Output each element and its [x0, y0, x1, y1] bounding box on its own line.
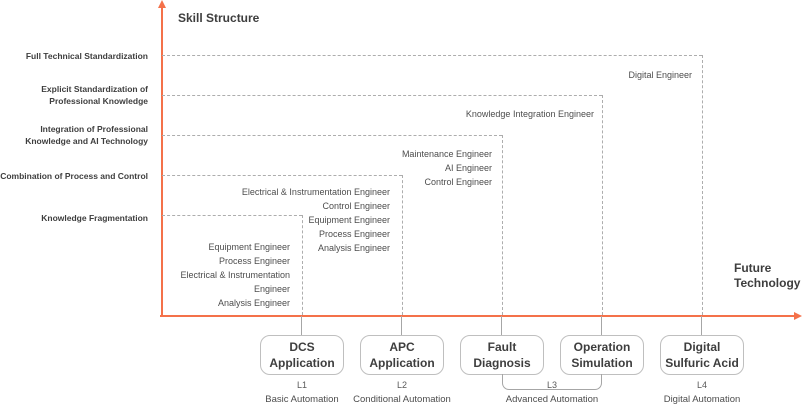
level-line-2: [162, 95, 602, 96]
app-box-label: APC: [389, 340, 415, 354]
y-axis-title: Skill Structure: [178, 11, 260, 25]
box-connector-4: [601, 316, 602, 335]
engineer-role: Engineer: [253, 284, 290, 294]
app-box-digital-sulfuric-acid: Digital Sulfuric Acid: [660, 335, 744, 375]
automation-label-advanced: Advanced Automation: [505, 394, 599, 405]
x-axis-arrowhead-icon: [794, 312, 802, 320]
automation-label-digital: Digital Automation: [663, 394, 741, 405]
skill-level-label-5-line1: Knowledge Fragmentation: [41, 213, 148, 223]
x-axis-title-line1: Future: [734, 261, 772, 275]
level-tag-l3: L3: [546, 380, 557, 390]
x-axis-title: Future Technology: [734, 261, 800, 291]
box-connector-5: [701, 316, 702, 335]
app-box-fault-diagnosis: Fault Diagnosis: [460, 335, 544, 375]
level-line-3: [162, 135, 502, 136]
skill-level-label-4: Combination of Process and Control: [0, 170, 148, 182]
skill-level-label-2: Explicit Standardization of Professional…: [41, 83, 148, 107]
x-axis-title-line2: Technology: [734, 276, 801, 290]
skill-level-label-3-line2: Knowledge and AI Technology: [25, 136, 148, 146]
engineer-role: Control Engineer: [322, 201, 390, 211]
app-box-dcs-application: DCS Application: [260, 335, 344, 375]
app-box-label: Diagnosis: [473, 356, 531, 370]
skill-level-label-5: Knowledge Fragmentation: [41, 212, 148, 224]
engineer-role: Equipment Engineer: [308, 215, 390, 225]
drop-line-l2: [402, 175, 403, 315]
engineer-role: Control Engineer: [424, 177, 492, 187]
engineer-role: Equipment Engineer: [208, 242, 290, 252]
skill-level-label-3-line1: Integration of Professional: [40, 124, 148, 134]
level-tag-l4: L4: [696, 380, 707, 390]
engineer-role: Process Engineer: [218, 256, 290, 266]
engineer-role: Digital Engineer: [628, 70, 692, 80]
app-box-apc-application: APC Application: [360, 335, 444, 375]
engineer-role: Electrical & Instrumentation Engineer: [241, 187, 390, 197]
app-box-label: Fault: [487, 340, 517, 354]
skill-level-label-4-line1: Combination of Process and Control: [0, 171, 148, 181]
skill-level-label-1: Full Technical Standardization: [26, 50, 148, 62]
drop-line-l1: [302, 215, 303, 315]
app-box-label: Operation: [573, 340, 631, 354]
drop-line-l4: [702, 55, 703, 315]
box-connector-2: [401, 316, 402, 335]
engineer-group-digital: Digital Engineer: [628, 68, 692, 82]
drop-line-operation-simulation: [602, 95, 603, 315]
app-box-label: Sulfuric Acid: [665, 356, 739, 370]
box-connector-3: [501, 316, 502, 335]
level-line-5: [162, 215, 302, 216]
engineer-role: Process Engineer: [318, 229, 390, 239]
engineer-role: Analysis Engineer: [317, 243, 390, 253]
engineer-role: Analysis Engineer: [217, 298, 290, 308]
app-box-label: DCS: [289, 340, 315, 354]
engineer-role: Maintenance Engineer: [401, 149, 492, 159]
y-axis-line: [161, 6, 163, 316]
skill-level-label-2-line2: Professional Knowledge: [49, 96, 148, 106]
y-axis-arrowhead-icon: [158, 0, 166, 8]
app-box-label: Digital: [683, 340, 721, 354]
skill-level-label-3: Integration of Professional Knowledge an…: [25, 123, 148, 147]
l3-bracket: [502, 374, 602, 390]
level-line-4: [162, 175, 402, 176]
engineer-group-l3: Maintenance Engineer AI Engineer Control…: [402, 147, 492, 189]
box-connector-1: [301, 316, 302, 335]
engineer-group-l2: Electrical & Instrumentation Engineer Co…: [242, 185, 390, 255]
drop-line-fault-diagnosis: [502, 135, 503, 315]
automation-label-basic: Basic Automation: [265, 394, 339, 405]
skill-level-label-1-line1: Full Technical Standardization: [25, 51, 148, 61]
engineer-role: AI Engineer: [444, 163, 492, 173]
engineer-group-l1: Equipment Engineer Process Engineer Elec…: [180, 240, 290, 310]
automation-label-conditional: Conditional Automation: [353, 394, 451, 405]
engineer-group-knowledge-integration: Knowledge Integration Engineer: [466, 107, 594, 121]
x-axis-line: [160, 315, 794, 317]
app-box-operation-simulation: Operation Simulation: [560, 335, 644, 375]
level-tag-l2: L2: [396, 380, 407, 390]
engineer-role: Knowledge Integration Engineer: [465, 109, 594, 119]
skill-level-label-2-line1: Explicit Standardization of: [41, 84, 148, 94]
app-box-label: Application: [269, 356, 335, 370]
app-box-label: Application: [369, 356, 435, 370]
level-line-1: [162, 55, 702, 56]
app-box-label: Simulation: [571, 356, 633, 370]
level-tag-l1: L1: [296, 380, 307, 390]
engineer-role: Electrical & Instrumentation: [180, 270, 290, 280]
